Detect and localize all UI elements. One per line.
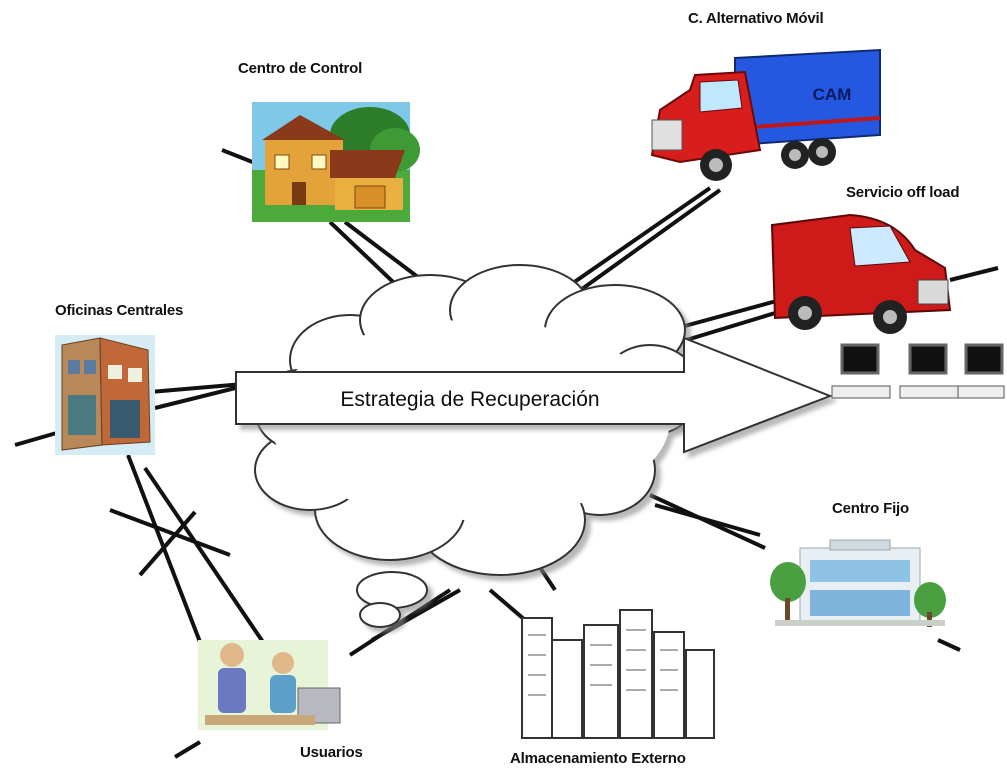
- cloud-shape: [254, 264, 701, 628]
- truck-cam-text: CAM: [813, 85, 852, 104]
- label-almacenamiento: Almacenamiento Externo: [510, 750, 686, 767]
- label-oficinas: Oficinas Centrales: [55, 302, 184, 319]
- office-building-icon: [55, 335, 155, 455]
- city-buildings-icon: [521, 609, 715, 739]
- van-icon: [770, 213, 952, 334]
- strategy-arrow: Estrategia de Recuperación: [235, 336, 833, 454]
- strategy-label: Estrategia de Recuperación: [340, 388, 599, 411]
- users-icon: [198, 640, 341, 730]
- fixed-center-building-icon: [770, 539, 946, 627]
- label-centro-control: Centro de Control: [238, 60, 363, 77]
- label-usuarios: Usuarios: [300, 744, 363, 761]
- label-alternativo-movil: C. Alternativo Móvil: [688, 10, 824, 27]
- truck-icon: CAM: [650, 48, 881, 181]
- label-offload: Servicio off load: [846, 184, 960, 201]
- connector-lines: [14, 148, 999, 759]
- house-icon: [252, 102, 420, 222]
- computers-icon: [831, 343, 1005, 399]
- label-centro-fijo: Centro Fijo: [832, 500, 909, 517]
